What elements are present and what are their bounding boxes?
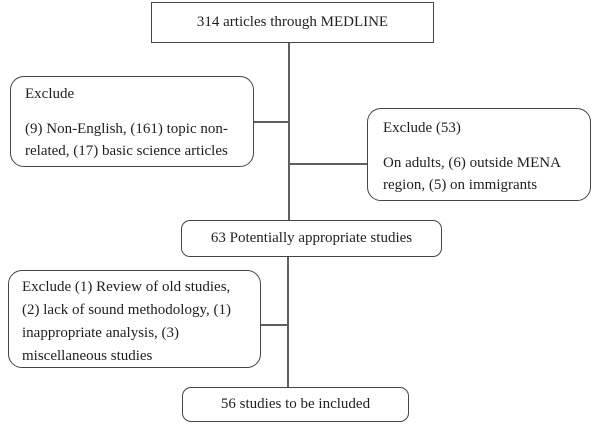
flow-node-exclude-53: Exclude (53) On adults, (6) outside MENA…: [367, 108, 591, 201]
flow-node-exclude-secondary-body: Exclude (1) Review of old studies, (2) l…: [22, 279, 231, 364]
flow-node-exclude-initial-heading: Exclude: [25, 86, 75, 102]
flow-node-exclude-initial: Exclude (9) Non-English, (161) topic non…: [10, 76, 254, 167]
flow-node-included: 56 studies to be included: [182, 387, 409, 422]
connector-vertical-top: [288, 43, 290, 220]
flow-node-exclude-53-heading: Exclude (53): [383, 120, 461, 136]
flow-node-potentially-appropriate: 63 Potentially appropriate studies: [181, 220, 442, 257]
flow-node-exclude-53-body: On adults, (6) outside MENA region, (5) …: [383, 155, 561, 193]
flow-node-potentially-appropriate-label: 63 Potentially appropriate studies: [210, 230, 413, 246]
flow-node-source-label: 314 articles through MEDLINE: [196, 14, 389, 30]
flow-node-exclude-initial-body: (9) Non-English, (161) topic non-related…: [25, 121, 228, 159]
connector-horizontal-exclude-secondary: [260, 324, 288, 326]
flow-node-source: 314 articles through MEDLINE: [151, 2, 434, 43]
flow-node-included-label: 56 studies to be included: [220, 396, 371, 412]
connector-horizontal-exclude-53: [289, 163, 368, 165]
connector-horizontal-exclude-initial: [253, 121, 289, 123]
flow-node-exclude-secondary: Exclude (1) Review of old studies, (2) l…: [8, 270, 261, 368]
connector-vertical-bottom: [287, 256, 289, 387]
